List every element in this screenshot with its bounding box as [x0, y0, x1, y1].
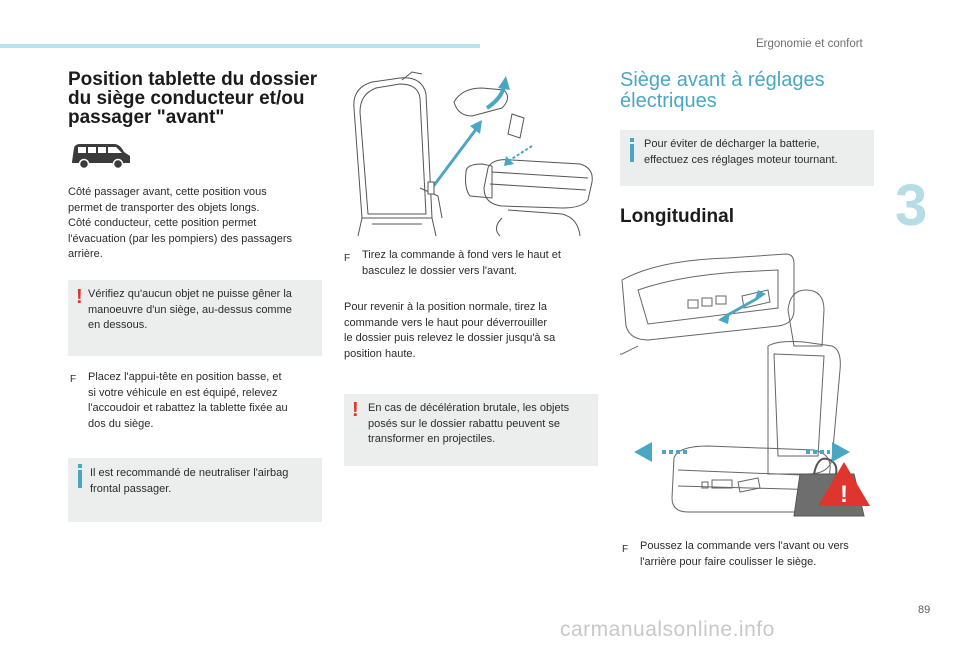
watermark: carmanualsonline.info [560, 618, 775, 641]
info-text: Pour éviter de décharger la batterie, ef… [644, 137, 838, 168]
svg-text:!: ! [840, 481, 848, 508]
warning-box: ! Vérifiez qu'aucun objet ne puisse gêne… [68, 280, 322, 356]
warning-icon: ! [352, 399, 359, 421]
text-line: En cas de décélération brutale, les obje… [368, 402, 570, 414]
heading-line: passager "avant" [68, 107, 225, 128]
text-line: manoeuvre d'un siège, au-dessus comme [88, 303, 292, 316]
heading-line: Position tablette du dossier [68, 69, 318, 90]
text-line: l'évacuation (par les pompiers) des pass… [68, 232, 293, 245]
text-line: Côté passager avant, cette position vous [68, 186, 267, 198]
text-line: en dessous. [88, 319, 148, 332]
text-line: commande vers le haut pour déverrouiller [344, 316, 547, 329]
warning-text: Vérifiez qu'aucun objet ne puisse gêner … [88, 287, 292, 334]
text-line: l'accoudoir et rabattez la tablette fixé… [88, 402, 288, 415]
text-line: Tirez la commande à fond vers le haut et [362, 249, 561, 261]
text-line: l'arrière pour faire coulisser le siège. [640, 555, 817, 568]
header-accent-bar [0, 44, 480, 48]
section-heading-electric-seat: Siège avant à réglages électriques [620, 70, 825, 112]
heading-line: Siège avant à réglages [620, 69, 825, 91]
text-line: Placez l'appui-tête en position basse, e… [88, 371, 282, 383]
text-line: frontal passager. [90, 482, 172, 495]
step-marker: F [70, 374, 77, 385]
warning-text: En cas de décélération brutale, les obje… [368, 401, 569, 448]
text-line: si votre véhicule en est équipé, relevez [88, 386, 278, 399]
text-line: position haute. [344, 347, 416, 360]
intro-paragraph: Côté passager avant, cette position vous… [68, 185, 292, 263]
chapter-tab [886, 168, 960, 252]
step-marker: F [344, 253, 351, 264]
info-icon [78, 464, 82, 488]
text-line: transformer en projectiles. [368, 433, 496, 446]
info-icon [630, 138, 634, 162]
text-line: arrière. [68, 248, 103, 261]
warning-box: ! En cas de décélération brutale, les ob… [344, 394, 598, 466]
subsection-heading-longitudinal: Longitudinal [620, 206, 734, 227]
step-marker: F [622, 544, 629, 555]
text-line: Vérifiez qu'aucun objet ne puisse gêner … [88, 288, 292, 300]
step-text: Placez l'appui-tête en position basse, e… [88, 370, 288, 432]
info-box: Il est recommandé de neutraliser l'airba… [68, 458, 322, 522]
return-paragraph: Pour revenir à la position normale, tire… [344, 300, 555, 362]
page-number: 89 [918, 604, 931, 616]
text-line: permet de transporter des objets longs. [68, 201, 260, 214]
text-line: Pour revenir à la position normale, tire… [344, 301, 547, 313]
text-line: Il est recommandé de neutraliser l'airba… [90, 467, 289, 479]
text-line: posés sur le dossier rabattu peuvent se [368, 417, 561, 430]
section-title: Ergonomie et confort [756, 38, 863, 50]
section-heading-tablette: Position tablette du dossier du siège co… [68, 70, 317, 127]
info-box: Pour éviter de décharger la batterie, ef… [620, 130, 874, 186]
warning-icon: ! [76, 286, 83, 308]
heading-line: du siège conducteur et/ou [68, 88, 305, 109]
seat-folding-illustration [353, 71, 593, 237]
text-line: effectuez ces réglages moteur tournant. [644, 153, 838, 166]
text-line: le dossier puis relevez le dossier jusqu… [344, 332, 556, 345]
chapter-number: 3 [895, 173, 928, 238]
heading-line: électriques [620, 90, 717, 112]
step-text: Tirez la commande à fond vers le haut et… [362, 248, 561, 279]
van-icon [72, 144, 130, 170]
info-text: Il est recommandé de neutraliser l'airba… [90, 466, 288, 497]
text-line: dos du siège. [88, 417, 154, 430]
text-line: basculez le dossier vers l'avant. [362, 264, 517, 277]
text-line: Poussez la commande vers l'avant ou vers [640, 540, 849, 552]
seat-longitudinal-illustration: ! [620, 253, 870, 517]
text-line: Pour éviter de décharger la batterie, [644, 138, 820, 150]
text-line: Côté conducteur, cette position permet [68, 217, 257, 230]
step-text: Poussez la commande vers l'avant ou vers… [640, 539, 849, 570]
